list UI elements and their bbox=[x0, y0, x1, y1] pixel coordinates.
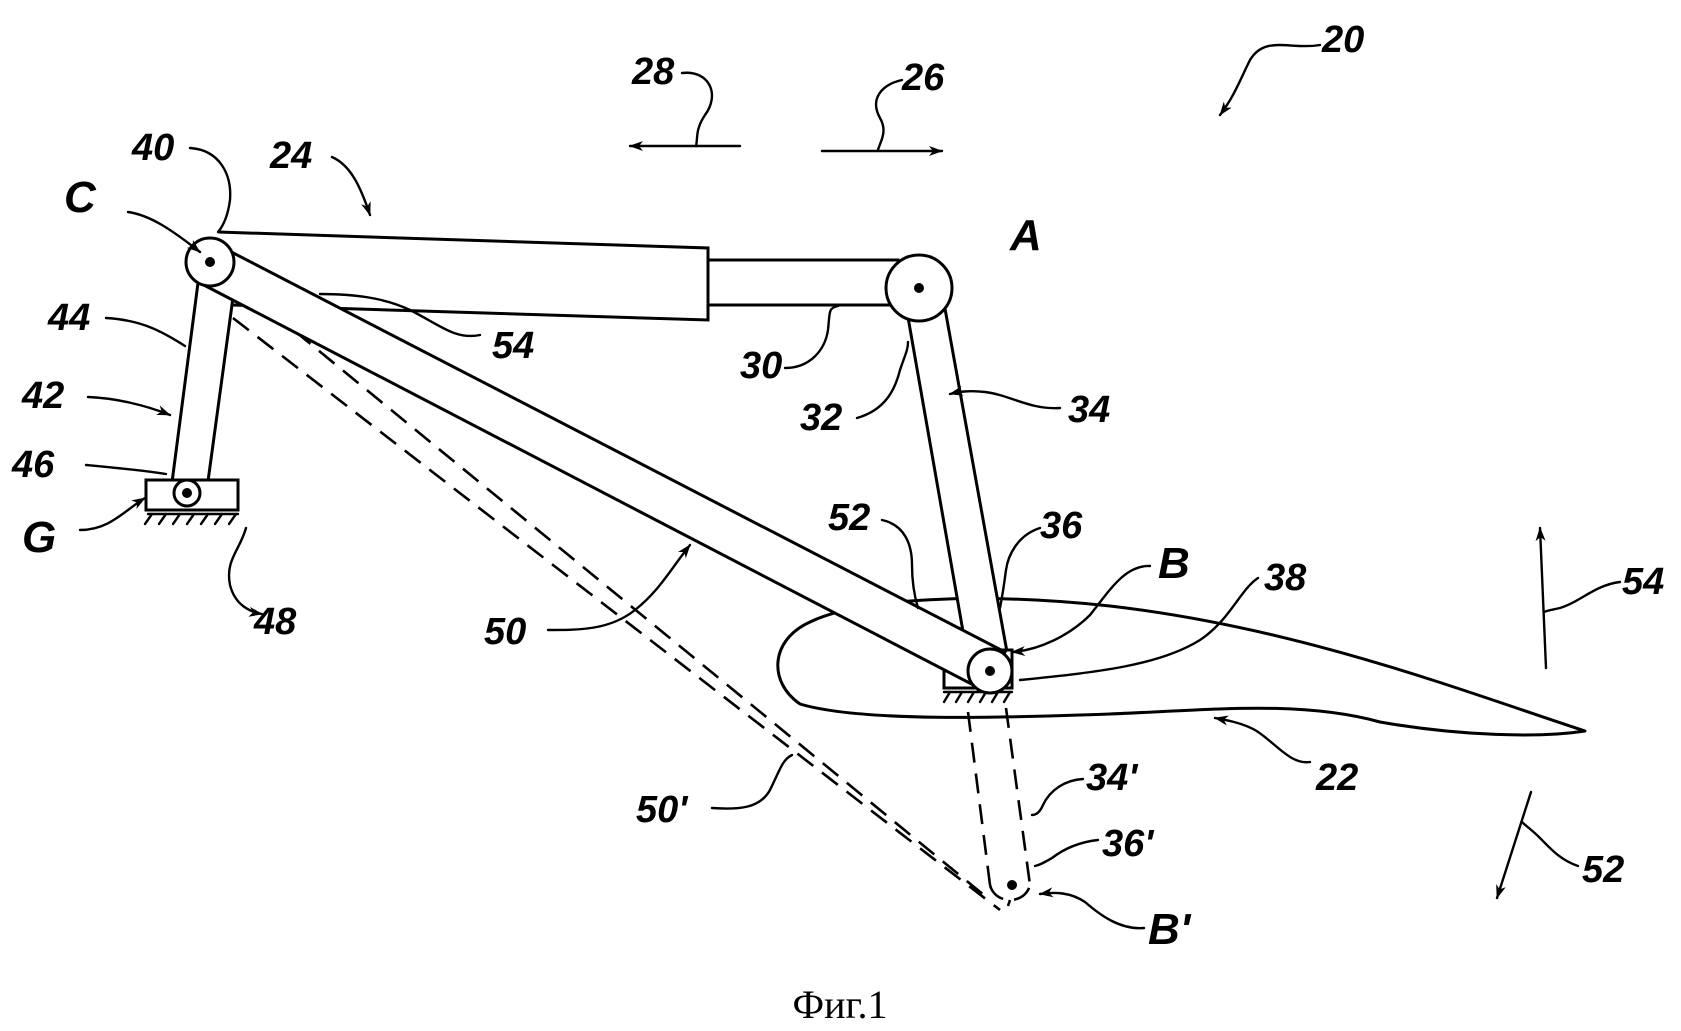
link-50 bbox=[184, 236, 1014, 695]
label-30: 30 bbox=[740, 345, 782, 387]
label-46: 46 bbox=[11, 444, 55, 486]
actuator-24 bbox=[217, 230, 900, 322]
label-54-upper: 54 bbox=[492, 325, 534, 367]
label-B-prime: B' bbox=[1148, 905, 1192, 954]
label-50: 50 bbox=[484, 611, 526, 653]
label-28: 28 bbox=[631, 51, 675, 93]
link-34 bbox=[903, 290, 1009, 662]
label-42: 42 bbox=[21, 375, 64, 417]
label-34: 34 bbox=[1068, 389, 1110, 431]
label-32: 32 bbox=[800, 397, 842, 439]
dashed-link-34-prime bbox=[966, 707, 1032, 902]
label-G: G bbox=[22, 513, 56, 562]
airfoil-22 bbox=[776, 597, 1587, 737]
label-36: 36 bbox=[1040, 505, 1083, 547]
label-C: C bbox=[64, 173, 97, 222]
label-40: 40 bbox=[131, 127, 174, 169]
actuator-rod-30 bbox=[706, 258, 900, 307]
label-26: 26 bbox=[901, 57, 945, 99]
label-36-prime: 36' bbox=[1102, 823, 1155, 865]
ground-48 bbox=[143, 478, 240, 526]
direction-arrow-54-up bbox=[1535, 526, 1548, 670]
figure-caption: Фиг.1 bbox=[793, 982, 888, 1027]
pivot-C bbox=[205, 257, 215, 267]
label-20: 20 bbox=[1321, 19, 1364, 61]
label-34-prime: 34' bbox=[1086, 757, 1139, 799]
pivot-A bbox=[884, 253, 954, 323]
leader-lines bbox=[78, 43, 1622, 930]
label-44: 44 bbox=[47, 297, 90, 339]
label-54-right: 54 bbox=[1622, 561, 1664, 603]
label-24: 24 bbox=[269, 135, 312, 177]
label-50-prime: 50' bbox=[636, 789, 689, 831]
label-52-lower: 52 bbox=[1582, 849, 1624, 891]
label-52-upper: 52 bbox=[828, 497, 870, 539]
pivot-B-prime bbox=[1007, 880, 1017, 890]
dashed-link-50-prime bbox=[232, 290, 1012, 912]
label-38: 38 bbox=[1264, 557, 1307, 599]
label-B: B bbox=[1158, 539, 1190, 588]
direction-arrow-52-down bbox=[1495, 790, 1533, 900]
pivot-B bbox=[985, 666, 995, 676]
label-A: A bbox=[1009, 211, 1042, 260]
label-22: 22 bbox=[1315, 757, 1358, 799]
label-48: 48 bbox=[253, 601, 297, 643]
